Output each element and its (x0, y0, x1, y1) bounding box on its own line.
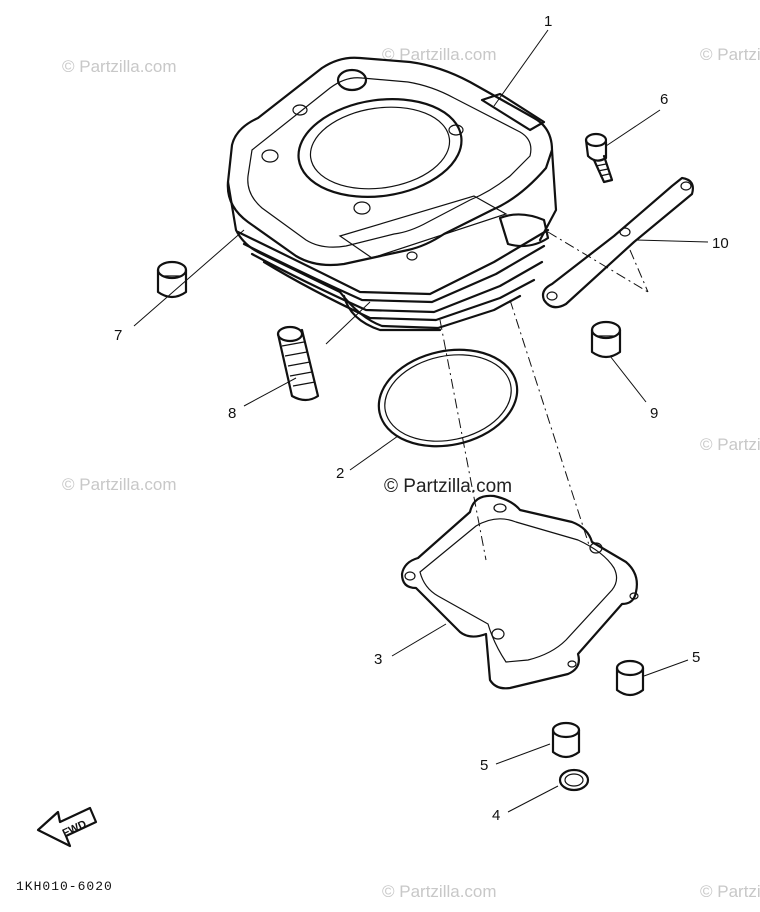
watermark-bottom-center: © Partzilla.com (382, 882, 497, 901)
watermark-center: © Partzilla.com (384, 476, 512, 497)
watermark-mid-right: © Partzilla.com (700, 435, 760, 454)
cylinder-drawing (226, 56, 558, 332)
callout-7: 7 (114, 327, 122, 344)
small-o-ring-drawing (558, 768, 590, 792)
o-ring-drawing (377, 348, 519, 448)
callout-8: 8 (228, 405, 236, 422)
watermark-top-right: © Partzilla.com (700, 45, 760, 64)
leader-lines (133, 29, 709, 813)
fwd-arrow-icon: FWD (36, 806, 98, 848)
watermark-top-center: © Partzilla.com (382, 45, 497, 64)
callout-1: 1 (544, 13, 552, 30)
callout-9: 9 (650, 405, 658, 422)
watermark-bottom-right: © Partzilla.com (700, 882, 760, 901)
reference-code: 1KH010-6020 (16, 879, 113, 894)
dowel-pin-9-drawing (590, 320, 622, 359)
assembly-lines (439, 231, 649, 561)
bolt-drawing (584, 132, 614, 184)
callout-4: 4 (492, 807, 500, 824)
gasket-drawing (400, 494, 639, 690)
callout-5-lower: 5 (480, 757, 488, 774)
callout-6: 6 (660, 91, 668, 108)
callout-3: 3 (374, 651, 382, 668)
watermark-top-left: © Partzilla.com (62, 57, 177, 76)
callout-5-upper: 5 (692, 649, 700, 666)
callout-10: 10 (712, 235, 729, 252)
bracket-drawing (541, 176, 694, 309)
dowel-pin-7-drawing (156, 260, 188, 299)
callout-2: 2 (336, 465, 344, 482)
fwd-label: FWD (61, 818, 89, 839)
dowel-pin-5-lower-drawing (551, 721, 581, 759)
stud-drawing (276, 325, 320, 402)
dowel-pin-5-upper-drawing (615, 659, 645, 697)
watermark-mid-left: © Partzilla.com (62, 475, 177, 494)
